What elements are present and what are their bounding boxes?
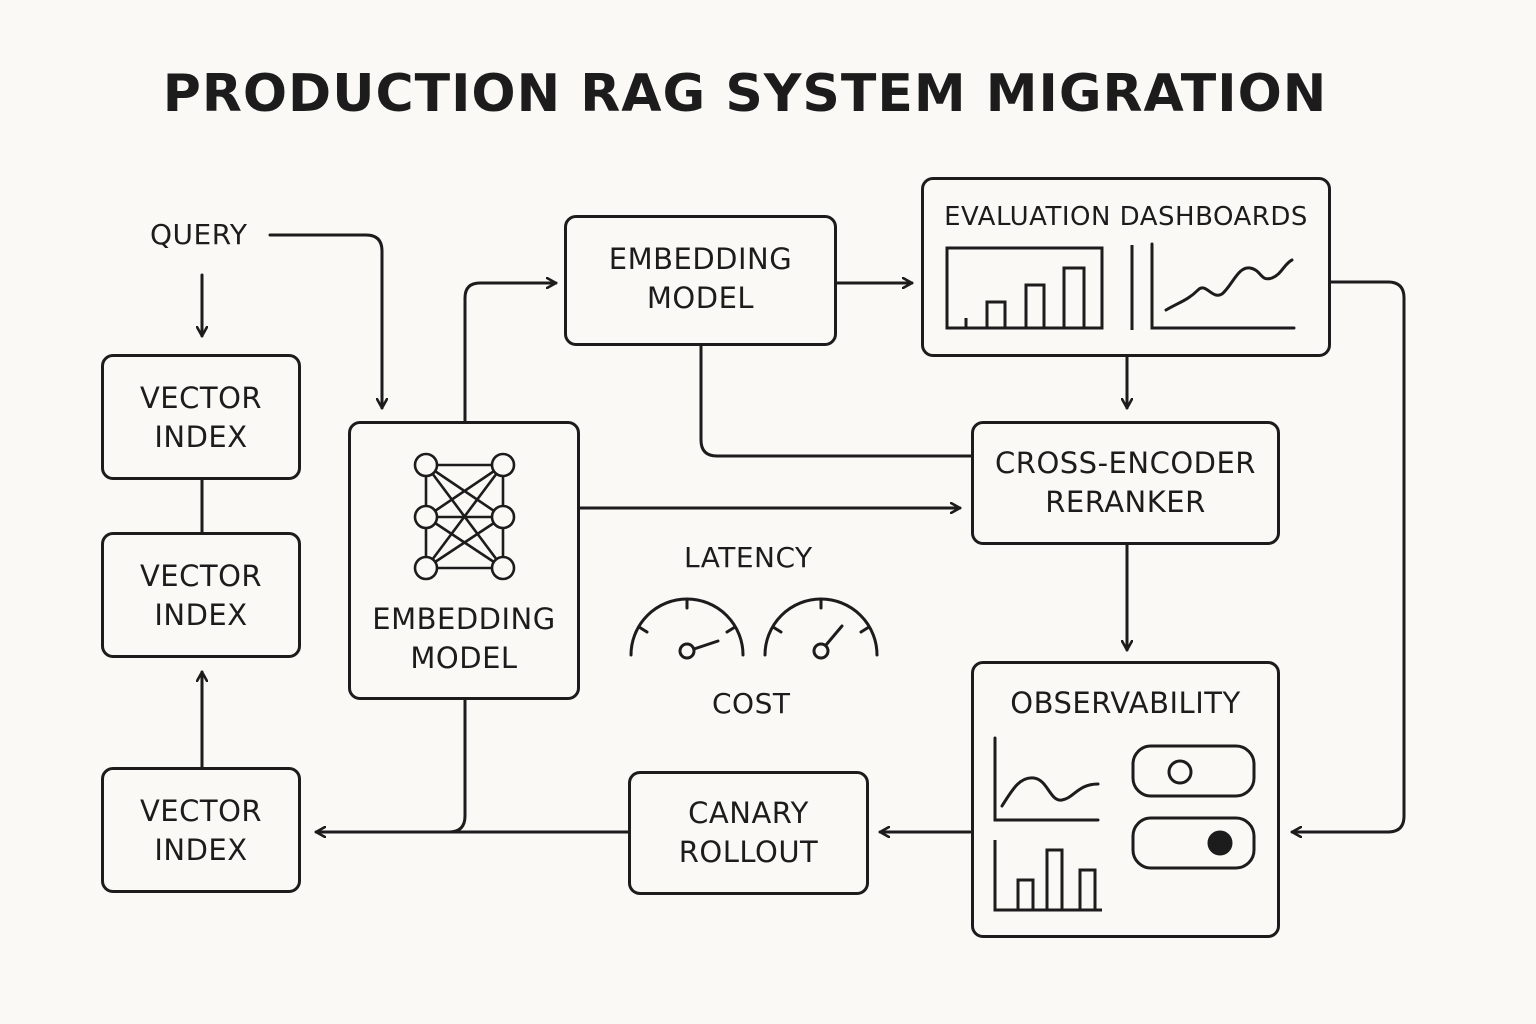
vector-index-bottom-box[interactable]: VECTOR INDEX: [101, 767, 301, 893]
embedding-model-center-box[interactable]: EMBEDDING MODEL: [348, 421, 580, 700]
arrow-embedding-center-to-embedding-top: [463, 283, 558, 423]
canary-rollout-line2: ROLLOUT: [678, 835, 819, 869]
neural-network-icon: [413, 452, 516, 581]
vector-index-top-line1: VECTOR: [139, 381, 263, 415]
embedding-model-center-line2: MODEL: [410, 641, 518, 675]
embedding-model-top-line1: EMBEDDING: [608, 242, 793, 276]
connector-embedding-center-to-bottom-line: [447, 698, 467, 834]
vector-index-top-line2: INDEX: [154, 420, 248, 454]
vector-index-mid-line2: INDEX: [154, 598, 248, 632]
embedding-model-top-box[interactable]: EMBEDDING MODEL: [564, 215, 837, 346]
embedding-model-center-line1: EMBEDDING: [372, 602, 556, 636]
vector-index-bottom-line2: INDEX: [154, 833, 248, 867]
toggle-on-icon[interactable]: [1131, 816, 1256, 870]
cost-label: COST: [712, 687, 791, 720]
connector-embedding-top-to-reranker: [699, 343, 973, 458]
reranker-line1: CROSS-ENCODER: [995, 446, 1256, 480]
vector-index-mid-box[interactable]: VECTOR INDEX: [101, 532, 301, 658]
observability-box[interactable]: OBSERVABILITY: [971, 661, 1280, 938]
latency-label: LATENCY: [684, 541, 813, 574]
cost-gauge-icon: [763, 597, 879, 660]
bar-chart-icon: [945, 246, 1104, 330]
evaluation-dashboards-label: EVALUATION DASHBOARDS: [944, 202, 1308, 232]
observability-label: OBSERVABILITY: [1010, 686, 1241, 720]
arrow-dashboards-to-observability: [1290, 280, 1406, 832]
canary-rollout-line1: CANARY: [688, 796, 809, 830]
cross-encoder-reranker-box[interactable]: CROSS-ENCODER RERANKER: [971, 421, 1280, 545]
reranker-line2: RERANKER: [1045, 485, 1206, 519]
vector-index-top-box[interactable]: VECTOR INDEX: [101, 354, 301, 480]
evaluation-dashboards-box[interactable]: EVALUATION DASHBOARDS: [921, 177, 1331, 357]
embedding-model-top-line2: MODEL: [646, 281, 755, 315]
toggle-off-icon[interactable]: [1131, 744, 1256, 798]
vector-index-mid-line1: VECTOR: [139, 559, 263, 593]
latency-gauge-icon: [629, 597, 745, 660]
line-chart-icon: [1150, 242, 1296, 330]
vector-index-bottom-line1: VECTOR: [139, 794, 263, 828]
page-title: PRODUCTION RAG SYSTEM MIGRATION: [162, 64, 1328, 124]
arrow-query-to-embedding-model: [268, 233, 382, 410]
query-label: QUERY: [150, 218, 248, 251]
obs-bar-chart-icon: [993, 840, 1102, 912]
obs-line-chart-icon: [993, 736, 1100, 822]
canary-rollout-box[interactable]: CANARY ROLLOUT: [628, 771, 869, 895]
